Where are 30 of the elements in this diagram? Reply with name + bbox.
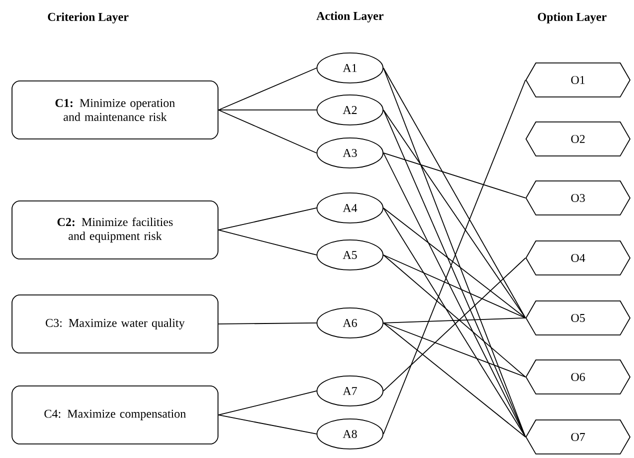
- connector-line: [383, 68, 526, 318]
- option-hexagon: O5: [526, 300, 631, 336]
- connector-line: [218, 414, 317, 434]
- connector-line: [383, 318, 526, 324]
- criterion-box: C2: Minimize facilities and equipment risk: [12, 200, 218, 260]
- connector-line: [218, 390, 317, 416]
- criterion-box: C3: Maximize water quality: [12, 294, 218, 354]
- option-hexagon: O4: [526, 240, 631, 276]
- option-hexagon: O1: [526, 62, 631, 98]
- connector-line: [218, 230, 317, 256]
- connector-line: [218, 322, 317, 324]
- connector-line: [218, 208, 317, 230]
- connector-line: [383, 254, 526, 318]
- option-hexagon: O3: [526, 180, 631, 216]
- option-hexagon: O2: [526, 122, 631, 156]
- criterion-box: C4: Maximize compensation: [12, 386, 218, 444]
- connector-line: [383, 152, 526, 198]
- connector-line: [218, 110, 317, 154]
- connector-line: [218, 68, 317, 110]
- criterion-box: C1: Minimize operation and maintenance risk: [12, 80, 218, 140]
- layer-heading: Criterion Layer: [48, 12, 128, 24]
- connector-line: [383, 208, 526, 318]
- layer-heading: Option Layer: [538, 12, 606, 24]
- connector-line: [383, 322, 526, 438]
- connector-line: [383, 208, 526, 438]
- option-hexagon: O7: [526, 420, 631, 454]
- option-hexagon: O6: [526, 360, 631, 394]
- connector-line: [383, 110, 526, 318]
- connector-line: [383, 322, 526, 378]
- layer-heading: Action Layer: [316, 12, 384, 22]
